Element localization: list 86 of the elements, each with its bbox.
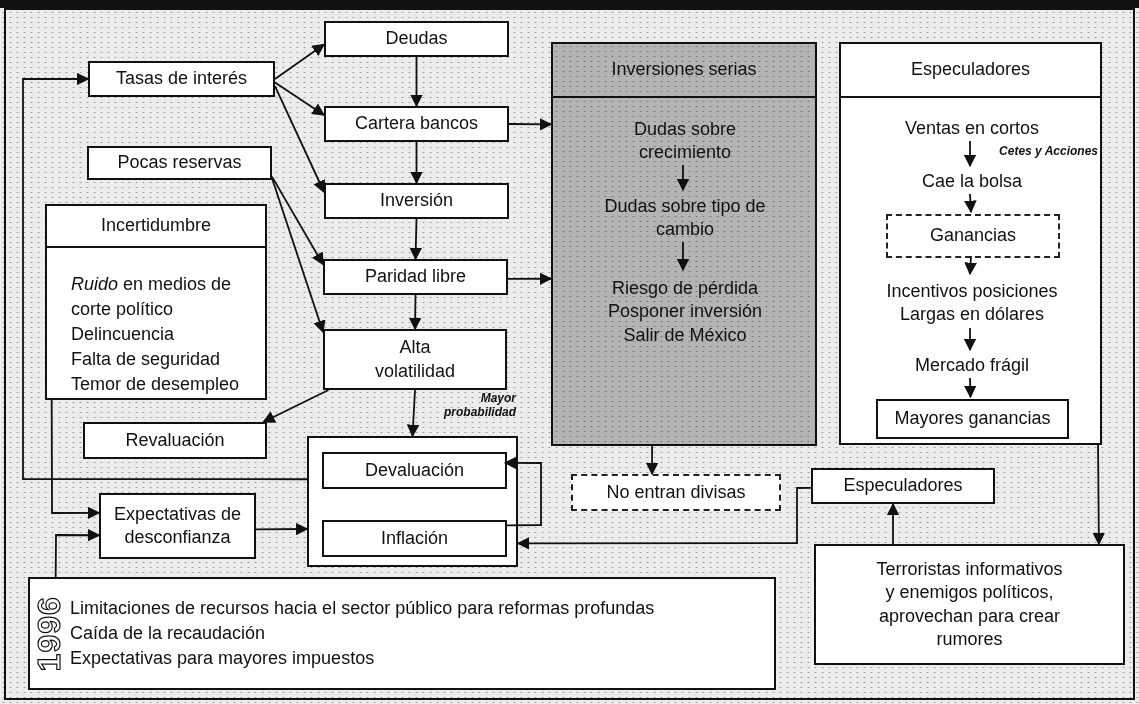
panel-heading: Inversiones serias [611, 58, 757, 82]
box-label: Tasas de interés [115, 68, 248, 89]
arrow [408, 294, 422, 331]
list-box [45, 204, 267, 400]
note-line: Caída de la recaudación [70, 622, 266, 645]
arrow [963, 327, 977, 352]
arrow [1092, 444, 1106, 546]
list-item: Delincuencia [71, 323, 176, 346]
process-box [83, 422, 267, 459]
process-box [87, 146, 272, 180]
process-box [324, 183, 509, 219]
arrow [886, 502, 900, 545]
list-item: Falta de seguridad [71, 348, 222, 371]
edge-label: Cetes y Acciones [998, 145, 1098, 159]
arrow [964, 193, 977, 214]
box-label: Mayores ganancias [894, 408, 1051, 429]
arrow [508, 118, 553, 131]
process-box [814, 544, 1125, 665]
arrow [676, 164, 690, 192]
flow-text: Cae la bolsa [921, 171, 1023, 192]
box-label: Ganancias [929, 225, 1017, 246]
arrow [50, 399, 101, 520]
box-label: Inversión [379, 190, 453, 211]
arrow [274, 85, 325, 194]
arrow [409, 218, 423, 261]
arrow [54, 528, 101, 578]
edge-label: Mayor probabilidad [442, 392, 516, 420]
process-box [323, 259, 508, 295]
list-item: Ruido en medios de corte político [71, 273, 233, 321]
note-line: Limitaciones de recursos hacia el sector público para reformas profundas [70, 597, 655, 620]
flow-text: Riesgo de pérdida Posponer inversión Salir de México [607, 277, 763, 345]
arrow [507, 272, 553, 286]
process-box [88, 61, 275, 97]
arrow [274, 43, 326, 80]
flow-text: Incentivos posiciones Largas en dólares [886, 280, 1058, 324]
box-label: Deudas [385, 28, 448, 49]
box-label: Devaluación [364, 459, 465, 480]
arrow [410, 141, 423, 185]
list-item: Temor de desempleo [71, 373, 241, 396]
arrow [410, 56, 423, 108]
box-label: Especuladores [843, 475, 963, 496]
arrow [274, 81, 326, 116]
box-label: Paridad libre [364, 266, 467, 287]
note-box [28, 577, 776, 690]
arrow [645, 445, 659, 476]
box-label: Inflación [380, 527, 448, 548]
arrow [22, 72, 308, 481]
arrow [262, 389, 330, 423]
arrow [271, 177, 326, 334]
process-box [322, 520, 507, 557]
dashed-box [571, 474, 781, 511]
box-label: Cartera bancos [354, 113, 479, 134]
process-box [324, 21, 509, 57]
flow-text: Ventas en cortos [904, 118, 1040, 139]
arrow [964, 255, 977, 276]
process-box [322, 452, 507, 489]
arrow [406, 389, 420, 438]
process-box [307, 436, 518, 567]
flow-text: Dudas sobre crecimiento [633, 118, 737, 162]
box-label: Pocas reservas [117, 152, 242, 173]
arrow [503, 456, 542, 527]
process-box [811, 468, 995, 504]
dashed-box [886, 214, 1060, 258]
arrow [271, 175, 324, 266]
year-label: 1996 [30, 595, 69, 672]
box-label: Revaluación [125, 429, 225, 450]
panel-heading: Especuladores [910, 58, 1031, 82]
box-label: Alta volatilidad [374, 337, 456, 381]
arrow [963, 140, 977, 168]
group-panel [839, 42, 1102, 445]
process-box [323, 329, 507, 390]
arrow [516, 486, 812, 550]
group-panel [551, 42, 817, 446]
flow-text: Mercado frágil [914, 355, 1029, 376]
box-label: Expectativas de desconfianza [113, 503, 242, 547]
process-box [99, 493, 256, 559]
arrow [963, 377, 977, 399]
process-box [876, 399, 1069, 439]
box-label: Terroristas informativos y enemigos políticos, aprovechan para crear rumores [876, 558, 1063, 649]
note-line: Expectativas para mayores impuestos [70, 647, 375, 670]
arrow [676, 241, 690, 272]
panel-heading: Incertidumbre [100, 214, 212, 238]
arrow [255, 522, 309, 536]
flow-text: Dudas sobre tipo de cambio [604, 195, 766, 239]
box-label: No entran divisas [606, 481, 746, 502]
process-box [324, 106, 509, 142]
